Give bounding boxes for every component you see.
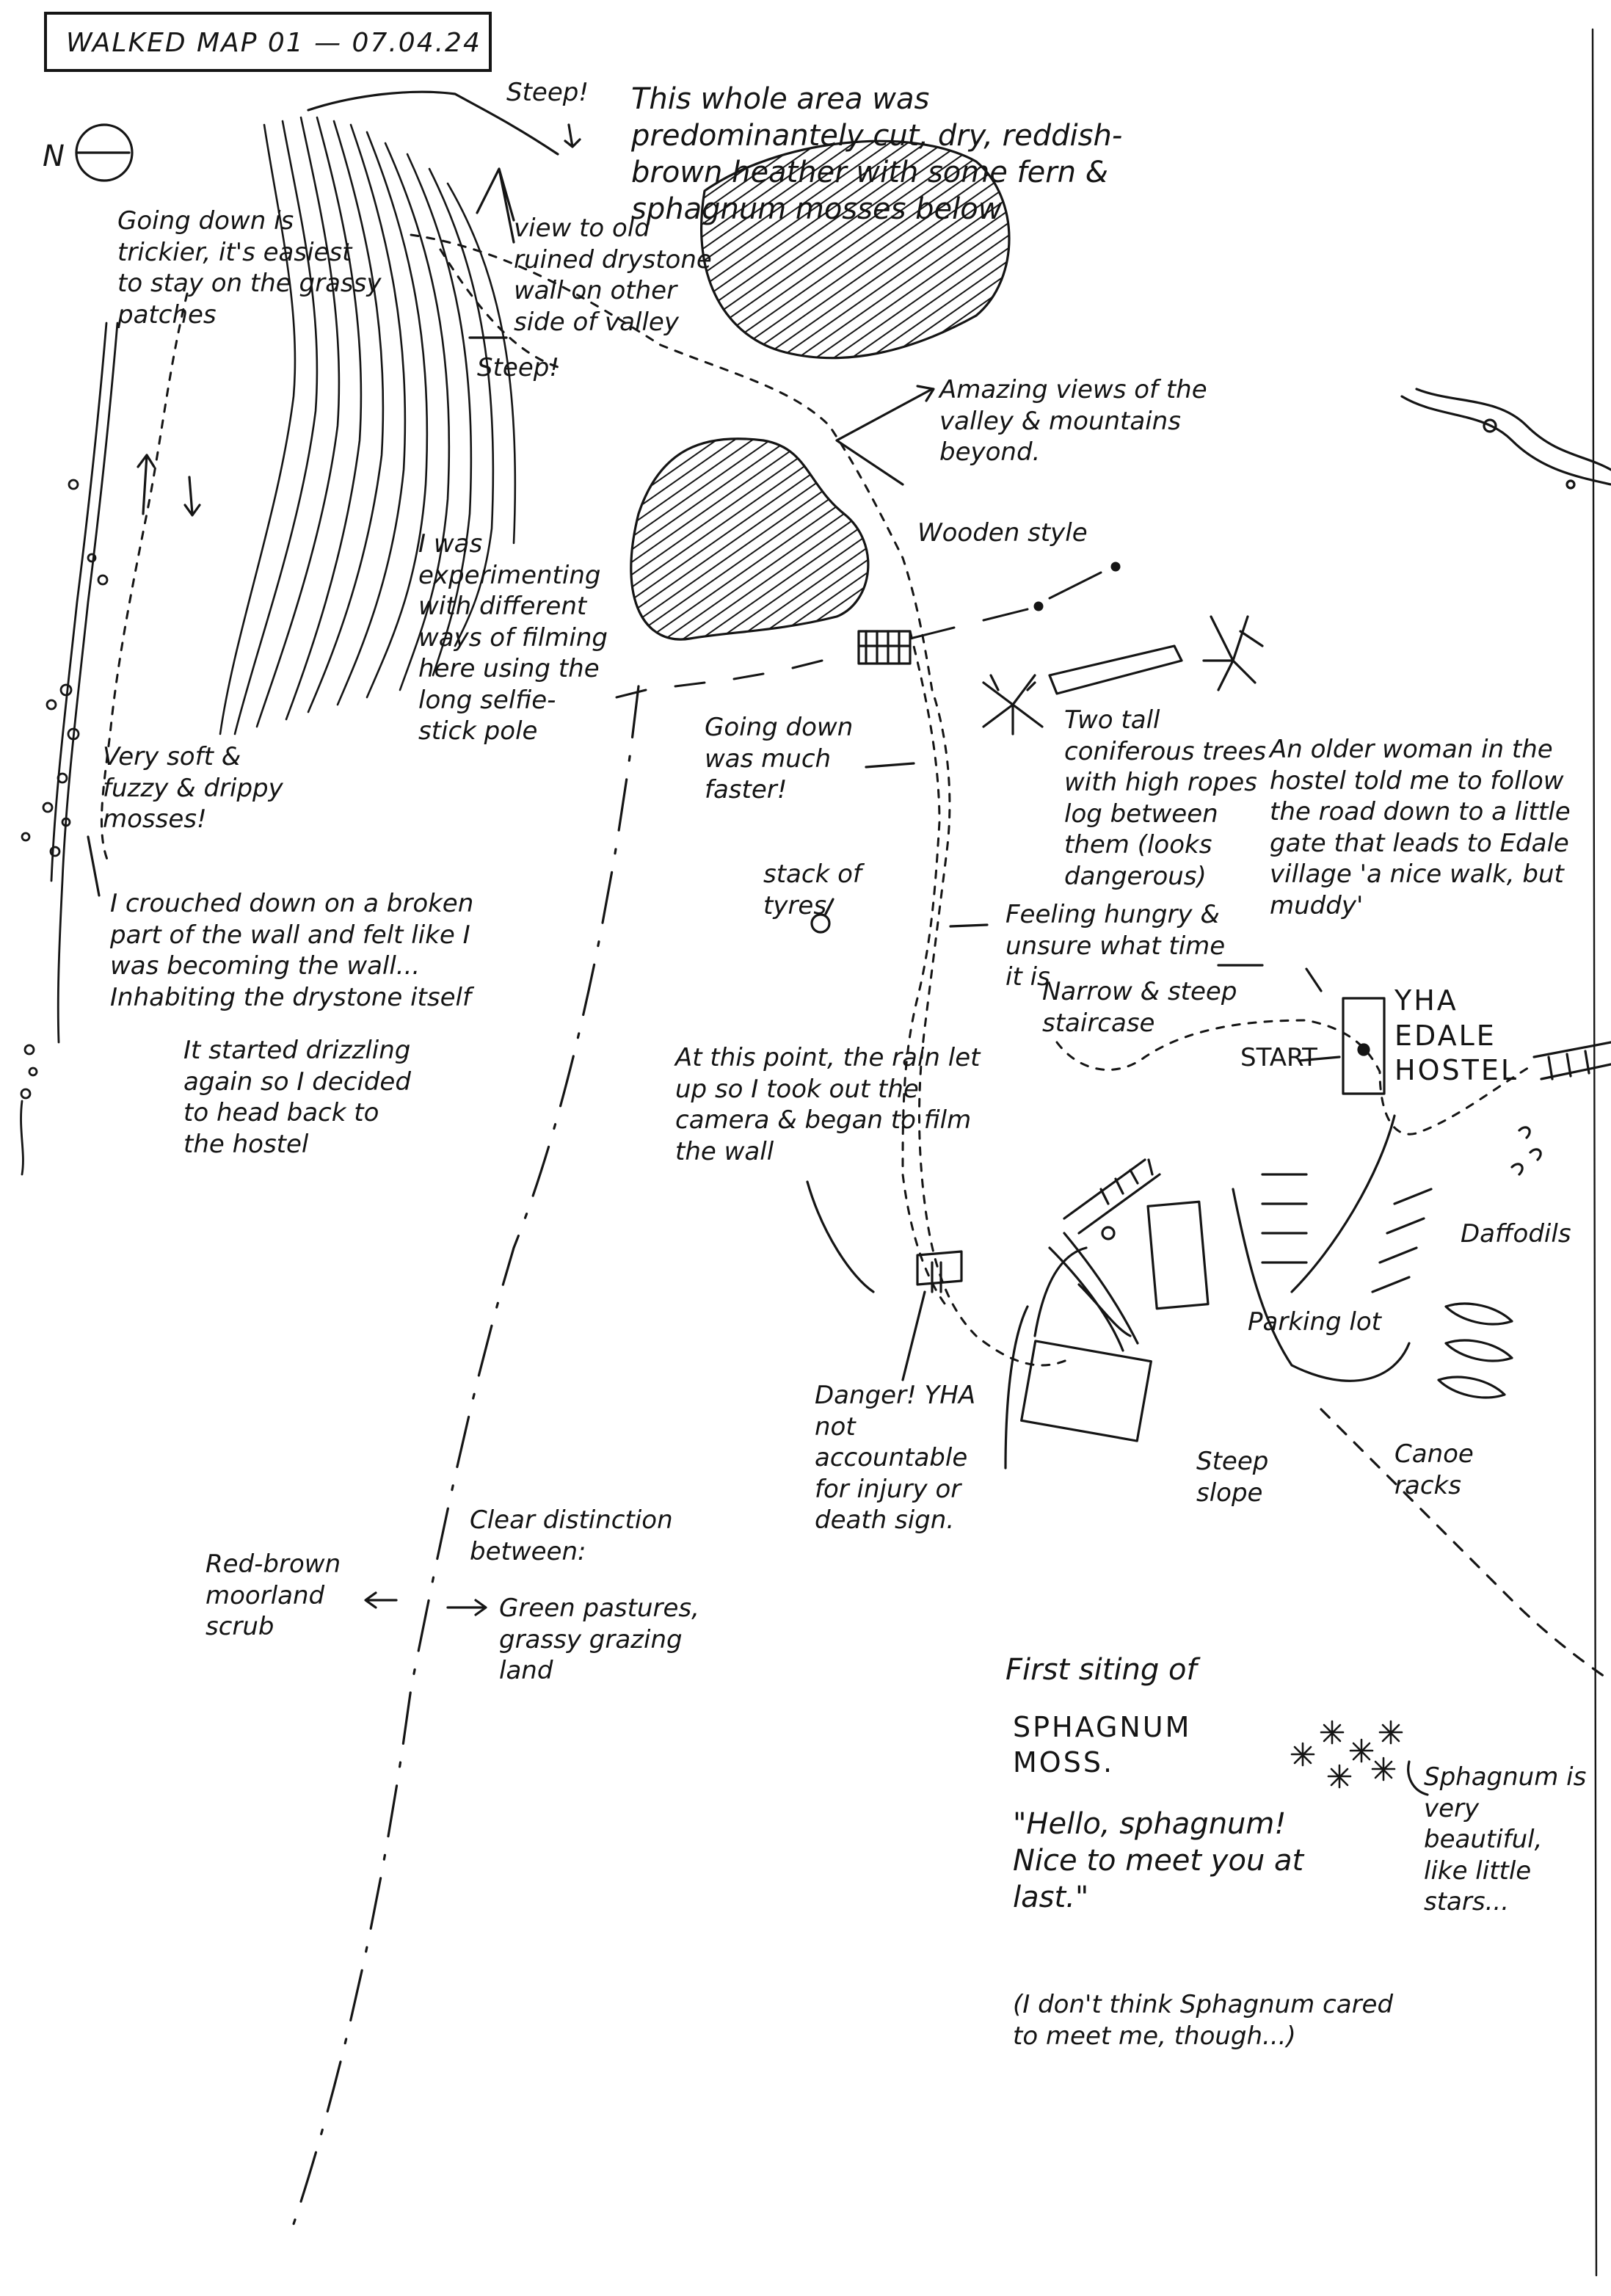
car-shed	[1146, 1200, 1210, 1310]
tyres-arrow	[824, 898, 834, 915]
note-older-woman: An older woman in the hostel told me to …	[1270, 735, 1571, 920]
note-red-brown: Red-brown moorland scrub	[206, 1550, 341, 1641]
sphagnum-moss-icon	[1290, 1720, 1403, 1789]
compass-label: N	[43, 139, 65, 173]
note-drizzling: It started drizzling again so I decided …	[183, 1036, 411, 1159]
note-going-down-tricky: Going down is trickier, it's easiest to …	[117, 206, 382, 330]
map-title: WALKED MAP 01 — 07.04.24	[66, 28, 481, 58]
sphagnum-bracket	[1407, 1760, 1429, 1796]
up-arrow	[137, 454, 156, 515]
north-compass-icon	[75, 123, 134, 182]
sketchbook-edge	[1591, 28, 1598, 2277]
note-sphagnum-caps: SPHAGNUM MOSS.	[1013, 1711, 1192, 1779]
crouched-line	[87, 835, 101, 897]
river	[1415, 388, 1611, 471]
steep-arrow	[564, 123, 581, 148]
heather-area-lower	[630, 437, 870, 641]
note-going-down-faster: Going down was much faster!	[705, 713, 854, 804]
note-rain-let-up: At this point, the rain let up so I took…	[675, 1043, 981, 1166]
note-steep-top: Steep!	[506, 78, 589, 107]
note-experimenting: I was experimenting with different ways …	[418, 529, 608, 746]
yha-hostel-label: YHA EDALE HOSTEL	[1394, 984, 1519, 1086]
river-bank	[1400, 395, 1611, 486]
pebble	[1483, 418, 1497, 433]
start-marker	[1357, 1043, 1370, 1056]
note-canoe: Canoe racks	[1394, 1439, 1474, 1500]
daffodil-icon	[1510, 1126, 1542, 1176]
note-hungry: Feeling hungry & unsure what time it is	[1005, 900, 1226, 992]
moorland-boundary	[292, 685, 640, 2226]
map-title-box: WALKED MAP 01 — 07.04.24	[44, 12, 492, 72]
yha-hostel-building	[1342, 997, 1386, 1095]
note-stack-tyres: stack of tyres	[763, 860, 862, 920]
ridge-line	[307, 90, 559, 156]
down-arrow	[183, 476, 201, 517]
tyre-stack-icon	[810, 913, 831, 934]
coniferous-tree-icon	[982, 674, 1044, 735]
note-amazing-views: Amazing views of the valley & mountains …	[939, 375, 1207, 467]
note-steep-mid: Steep!	[477, 353, 559, 382]
note-clear-distinction: Clear distinction between:	[470, 1505, 673, 1566]
older-woman-arrow	[1217, 964, 1323, 992]
road-left	[1004, 1246, 1088, 1469]
staircase	[1063, 1158, 1161, 1235]
note-green-pastures: Green pastures, grassy grazing land	[499, 1594, 699, 1685]
amazing-views-arrow	[835, 385, 935, 486]
drystone-wall	[20, 321, 119, 1176]
faster-arrow	[865, 762, 915, 769]
note-narrow-steep: Narrow & steep staircase	[1042, 977, 1237, 1038]
parking-bays	[1261, 1173, 1433, 1293]
note-crouched: I crouched down on a broken part of the …	[110, 889, 474, 1012]
note-wooden-style: Wooden style	[917, 518, 1088, 548]
note-steep-slope: Steep slope	[1196, 1447, 1269, 1508]
note-view-wall: view to old ruined drystone wall on othe…	[514, 214, 712, 337]
note-sphagnum-beautiful: Sphagnum is very beautiful, like little …	[1424, 1762, 1587, 1917]
bridge-ladder	[1532, 1041, 1611, 1080]
canoe-road	[1320, 1408, 1611, 1682]
rain-pointer	[806, 1180, 875, 1293]
note-daffodils: Daffodils	[1461, 1219, 1571, 1249]
note-heather: This whole area was predominantely cut, …	[631, 82, 1123, 226]
note-parking: Parking lot	[1248, 1307, 1381, 1337]
note-two-trees: Two tall coniferous trees with high rope…	[1064, 705, 1267, 891]
canoe-icon	[1437, 1302, 1513, 1399]
lower-building	[1020, 1340, 1152, 1442]
heather-area-upper	[700, 139, 1011, 360]
pebble	[1565, 479, 1576, 490]
danger-sign-icon	[916, 1250, 963, 1293]
view-arrow	[476, 167, 515, 244]
fence-line	[615, 562, 1121, 699]
walked-path	[100, 233, 1535, 1367]
slope-lines	[1048, 1232, 1139, 1352]
danger-pointer	[901, 1290, 926, 1381]
start-arrow	[1298, 1056, 1341, 1062]
note-dont-think: (I don't think Sphagnum cared to meet me…	[1013, 1990, 1394, 2051]
note-hello: "Hello, sphagnum! Nice to meet you at la…	[1013, 1807, 1304, 1914]
contour-lines	[219, 116, 517, 735]
coniferous-tree-icon-2	[1202, 615, 1264, 691]
start-label: START	[1240, 1043, 1317, 1072]
hungry-line	[949, 923, 989, 928]
road-main	[1232, 1114, 1411, 1382]
note-first-siting: First siting of	[1005, 1653, 1197, 1687]
wooden-stile-icon	[857, 630, 912, 665]
high-ropes-log	[1048, 644, 1183, 695]
stair-marker	[1101, 1226, 1116, 1240]
note-danger: Danger! YHA not accountable for injury o…	[815, 1381, 976, 1535]
note-soft-mosses: Very soft & fuzzy & drippy mosses!	[103, 742, 283, 834]
distinction-right-arrow	[446, 1599, 487, 1616]
distinction-left-arrow	[364, 1591, 398, 1609]
